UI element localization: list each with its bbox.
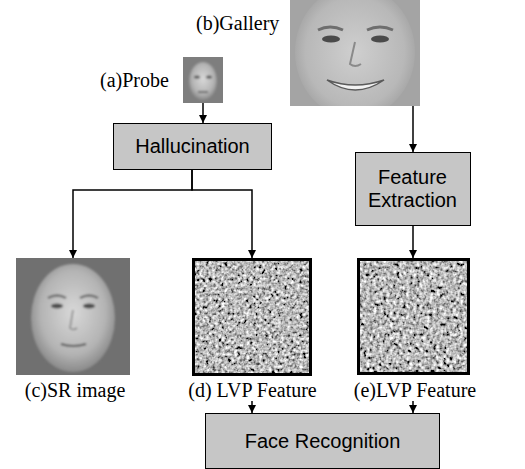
probe-mouth bbox=[198, 91, 208, 93]
image-caption: (c)SR image bbox=[25, 379, 126, 401]
lvp-feature-frame bbox=[359, 260, 469, 374]
flow-arrow bbox=[251, 401, 253, 413]
sr-eye bbox=[83, 303, 95, 308]
lvp-feature-map bbox=[357, 258, 470, 375]
sr-face bbox=[31, 264, 115, 372]
image-node: (b)Gallery bbox=[196, 0, 420, 106]
probe-background bbox=[183, 57, 223, 103]
gallery-eyebrow bbox=[367, 27, 393, 30]
flow-arrow bbox=[412, 226, 414, 258]
flow-arrow bbox=[192, 170, 252, 258]
sr-nose bbox=[70, 310, 77, 330]
box-label: Hallucination bbox=[135, 135, 250, 158]
gallery-smile bbox=[327, 80, 384, 90]
image-caption: (d) LVP Feature bbox=[188, 379, 317, 401]
sr-eye bbox=[51, 303, 63, 308]
image-caption: (e)LVP Feature bbox=[354, 379, 476, 401]
process-box: Hallucination bbox=[113, 123, 272, 170]
sr-eyebrow bbox=[48, 296, 66, 299]
probe-face-image bbox=[183, 57, 223, 103]
gallery-face-image bbox=[290, 0, 420, 106]
flow-arrow bbox=[412, 106, 414, 152]
image-label: (a)Probe bbox=[100, 69, 169, 91]
gallery-eye bbox=[322, 35, 340, 42]
process-box: Face Recognition bbox=[205, 413, 440, 469]
image-node: (a)Probe bbox=[96, 57, 224, 103]
lvp-feature-map bbox=[192, 258, 312, 376]
flow-arrow bbox=[412, 401, 414, 413]
probe-face-oval bbox=[189, 62, 217, 100]
gallery-eyebrow bbox=[318, 27, 343, 30]
image-label: (b)Gallery bbox=[196, 12, 279, 34]
process-box: Feature Extraction bbox=[355, 152, 471, 226]
sr-eyebrow bbox=[80, 296, 98, 299]
probe-face bbox=[189, 62, 217, 100]
sr-face-oval bbox=[31, 264, 115, 372]
sr-mouth bbox=[61, 344, 86, 346]
sr-background bbox=[16, 258, 130, 375]
gallery-nose bbox=[350, 42, 361, 66]
probe-eye bbox=[206, 75, 212, 78]
flow-arrow bbox=[202, 103, 204, 123]
lvp-feature-frame bbox=[194, 260, 311, 375]
sr-face-image bbox=[16, 258, 130, 375]
image-node: (d) LVP Feature bbox=[165, 258, 340, 401]
gallery-face-oval bbox=[295, 0, 415, 106]
box-label: Face Recognition bbox=[245, 430, 401, 453]
image-node: (e)LVP Feature bbox=[345, 258, 485, 401]
gallery-eye bbox=[371, 35, 389, 42]
box-label: Feature Extraction bbox=[362, 166, 464, 212]
probe-eye bbox=[194, 75, 200, 78]
image-node: (c)SR image bbox=[10, 258, 140, 401]
flow-arrow bbox=[73, 170, 192, 258]
